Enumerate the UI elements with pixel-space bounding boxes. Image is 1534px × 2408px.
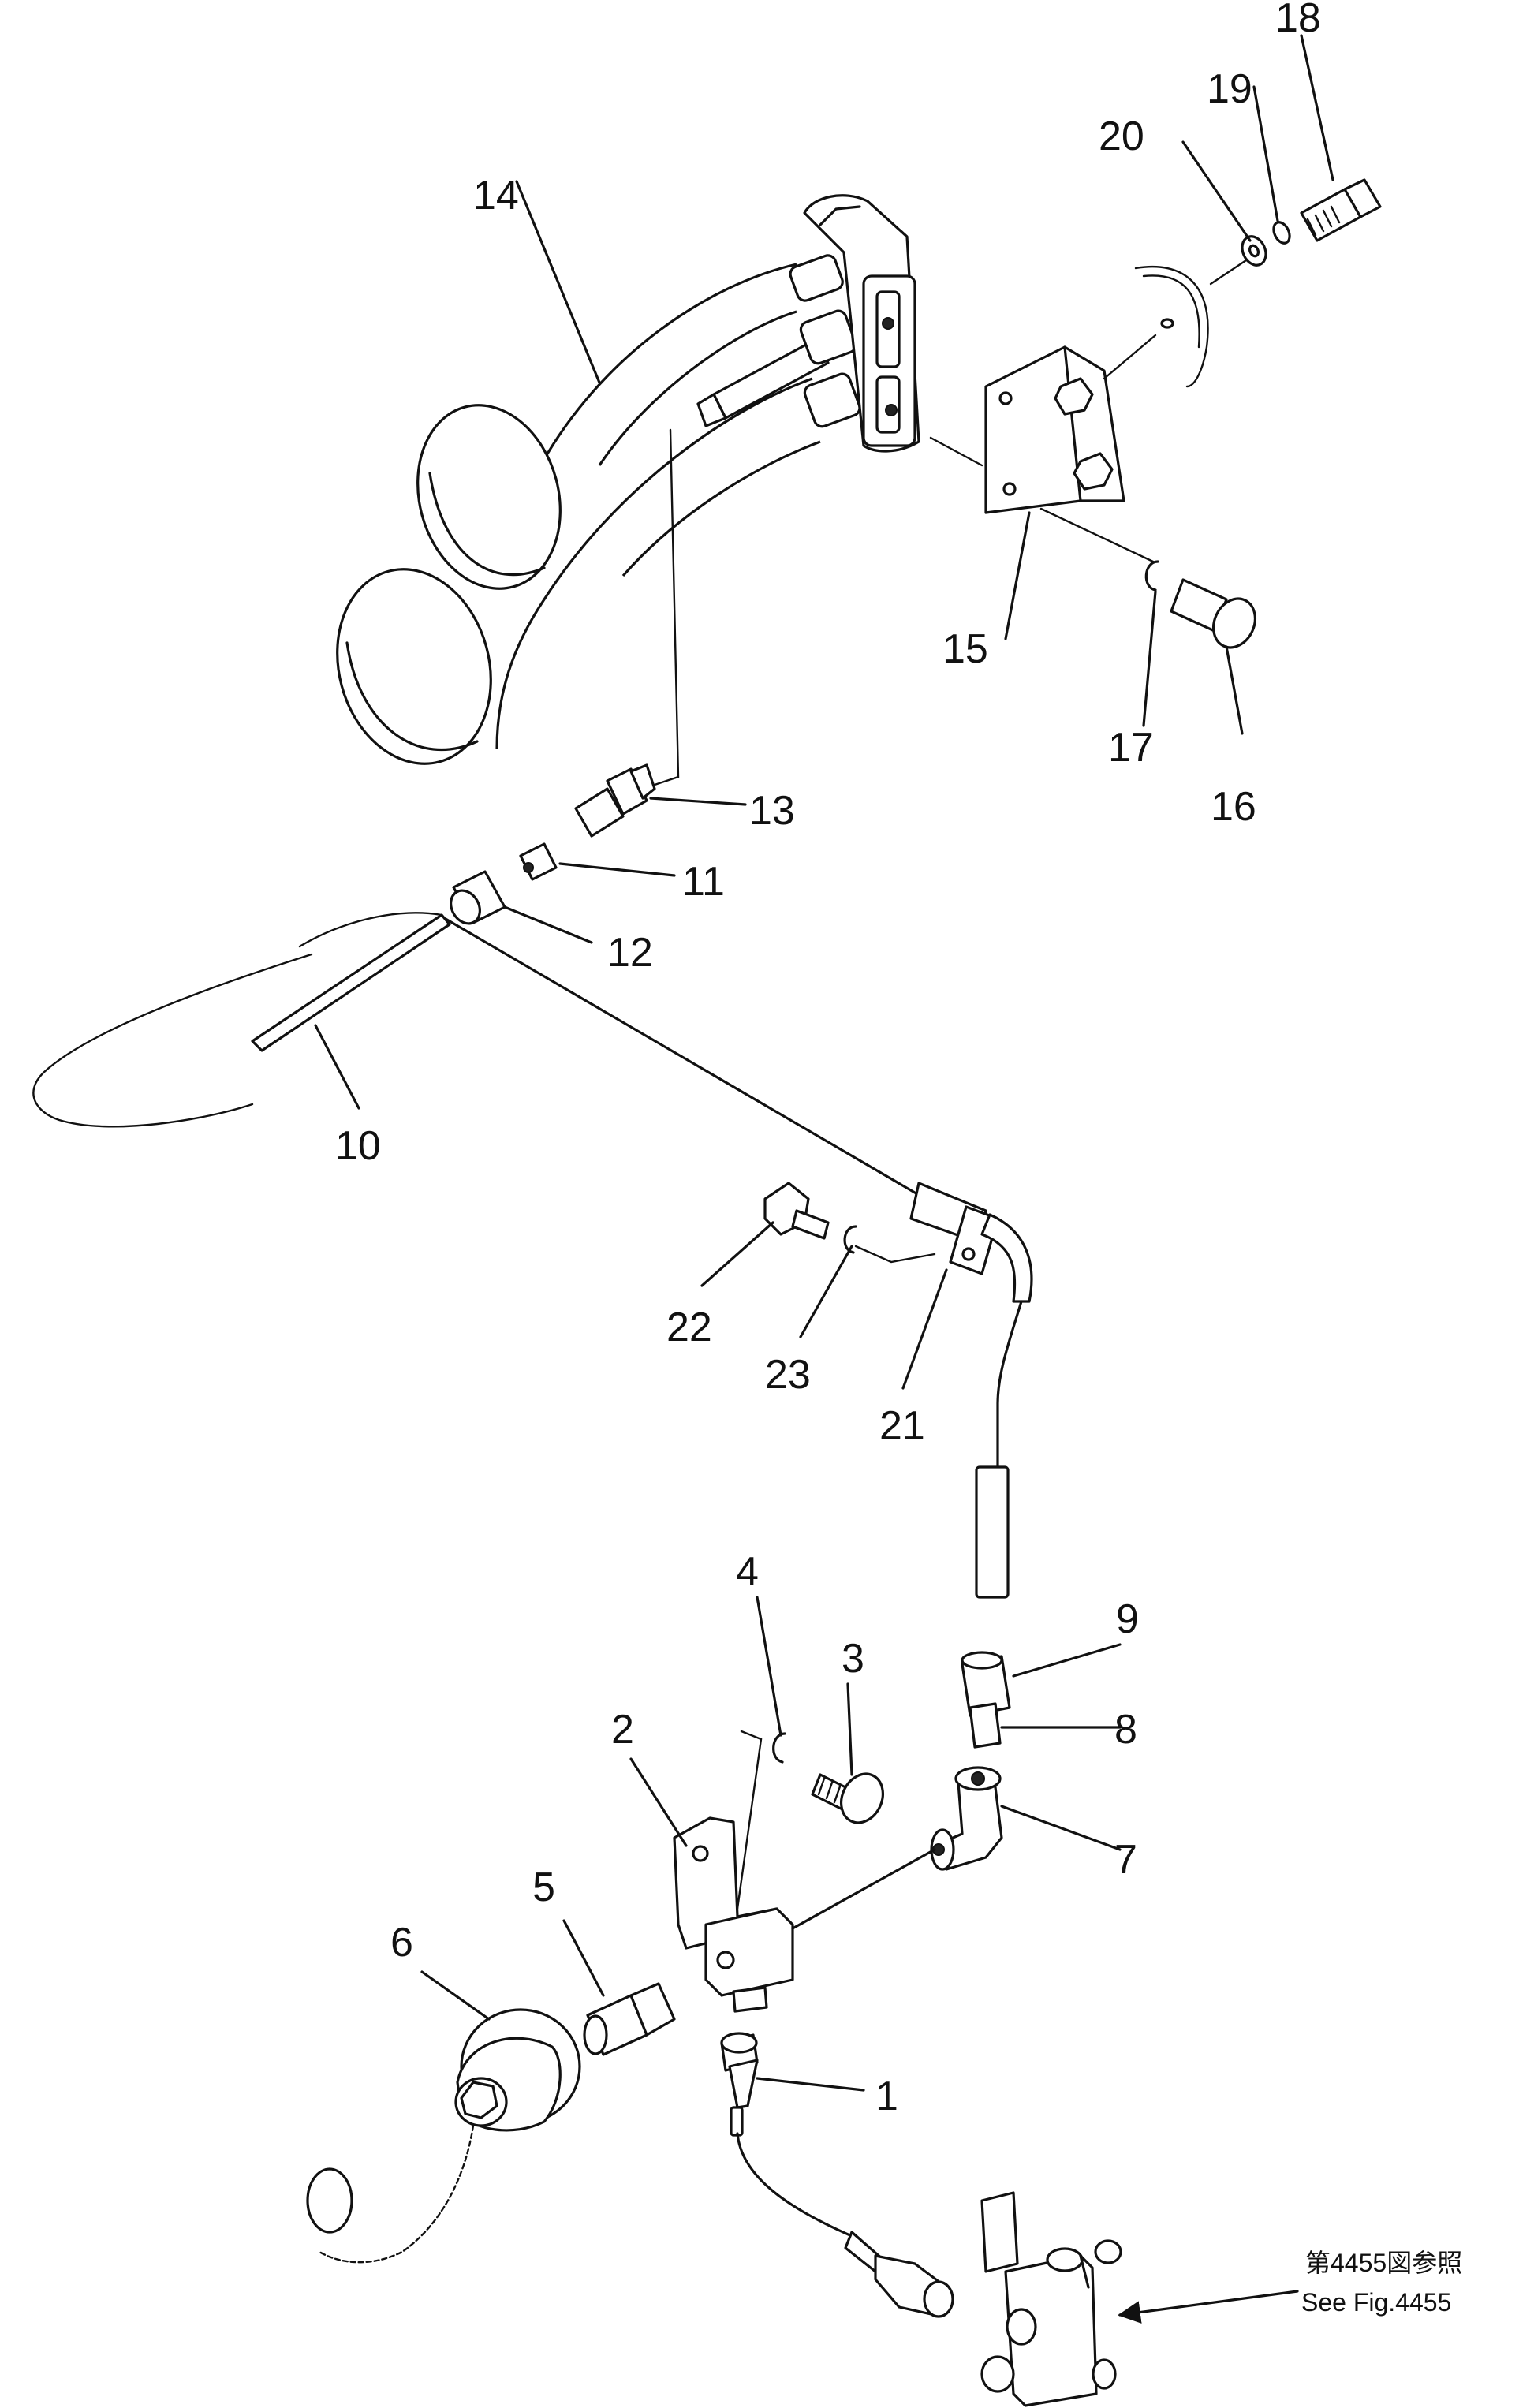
horn-bracket xyxy=(984,265,1209,514)
part-label-11: 11 xyxy=(682,859,725,905)
part-label-6: 6 xyxy=(390,1920,413,1966)
reference-note-jp: 第4455図参照 xyxy=(1305,2249,1462,2277)
bolt-3 xyxy=(811,1772,884,1824)
vertical-pipe xyxy=(996,1300,1023,1469)
spring-washer-23 xyxy=(843,1225,857,1254)
hose-section xyxy=(975,1465,1010,1599)
connector-5 xyxy=(583,1982,676,2056)
part-label-17: 17 xyxy=(1108,725,1154,771)
lower-hose xyxy=(736,2132,853,2238)
part-label-10: 10 xyxy=(335,1123,381,1169)
connector-13 xyxy=(574,763,656,838)
reference-note-en: See Fig.4455 xyxy=(1301,2288,1451,2317)
elbow-7 xyxy=(930,1766,1003,1871)
clamp-21 xyxy=(909,1182,1033,1303)
nut-12 xyxy=(450,870,506,925)
bracket-bolt-head-upper xyxy=(1054,377,1094,416)
part-label-4: 4 xyxy=(736,1549,759,1595)
part-label-18: 18 xyxy=(1275,0,1321,41)
air-horn-assembly xyxy=(336,194,920,765)
lower-fitting xyxy=(844,2231,954,2318)
valve-block xyxy=(704,1907,794,2013)
part-label-19: 19 xyxy=(1207,66,1252,112)
part-label-5: 5 xyxy=(532,1865,555,1910)
part-label-8: 8 xyxy=(1114,1707,1137,1753)
part-label-14: 14 xyxy=(473,173,519,218)
part-label-9: 9 xyxy=(1116,1596,1139,1642)
washer-20 xyxy=(1241,235,1267,267)
bolt-22 xyxy=(763,1182,830,1240)
spring-washer-17 xyxy=(1144,560,1159,592)
hose-fitting-1 xyxy=(720,2032,759,2137)
lower-valve xyxy=(980,2191,1122,2407)
part-number-labels: 18 19 20 14 15 17 16 13 11 12 10 22 23 2… xyxy=(335,0,1321,2119)
leader-lines xyxy=(314,34,1334,2324)
block-to-elbow-line xyxy=(791,1848,936,1930)
part-label-2: 2 xyxy=(611,1707,634,1753)
part-label-15: 15 xyxy=(942,626,988,672)
figure-reference-note: 第4455図参照 See Fig.4455 xyxy=(1301,2249,1462,2317)
spring-washer-19 xyxy=(1272,221,1291,245)
part-label-20: 20 xyxy=(1099,114,1144,159)
bolt-18 xyxy=(1300,178,1382,242)
dust-cap-6 xyxy=(306,2008,581,2264)
part-label-3: 3 xyxy=(842,1636,864,1682)
part-label-13: 13 xyxy=(749,788,795,834)
bolt-16 xyxy=(1170,578,1256,649)
construction-lines xyxy=(653,259,1248,1910)
part-label-7: 7 xyxy=(1114,1837,1137,1883)
part-label-23: 23 xyxy=(765,1352,811,1398)
nut-9 xyxy=(961,1651,1011,1717)
part-label-16: 16 xyxy=(1211,784,1256,830)
part-label-1: 1 xyxy=(875,2074,898,2119)
sleeve-8 xyxy=(969,1702,1002,1749)
sleeve-11 xyxy=(519,842,558,881)
part-label-21: 21 xyxy=(879,1403,925,1449)
spring-washer-4 xyxy=(772,1732,786,1764)
hose-10 xyxy=(32,912,451,1128)
part-label-12: 12 xyxy=(607,930,653,976)
part-label-22: 22 xyxy=(666,1305,712,1350)
bracket-bolt-head-lower xyxy=(1073,452,1114,491)
air-pipe xyxy=(444,917,920,1197)
